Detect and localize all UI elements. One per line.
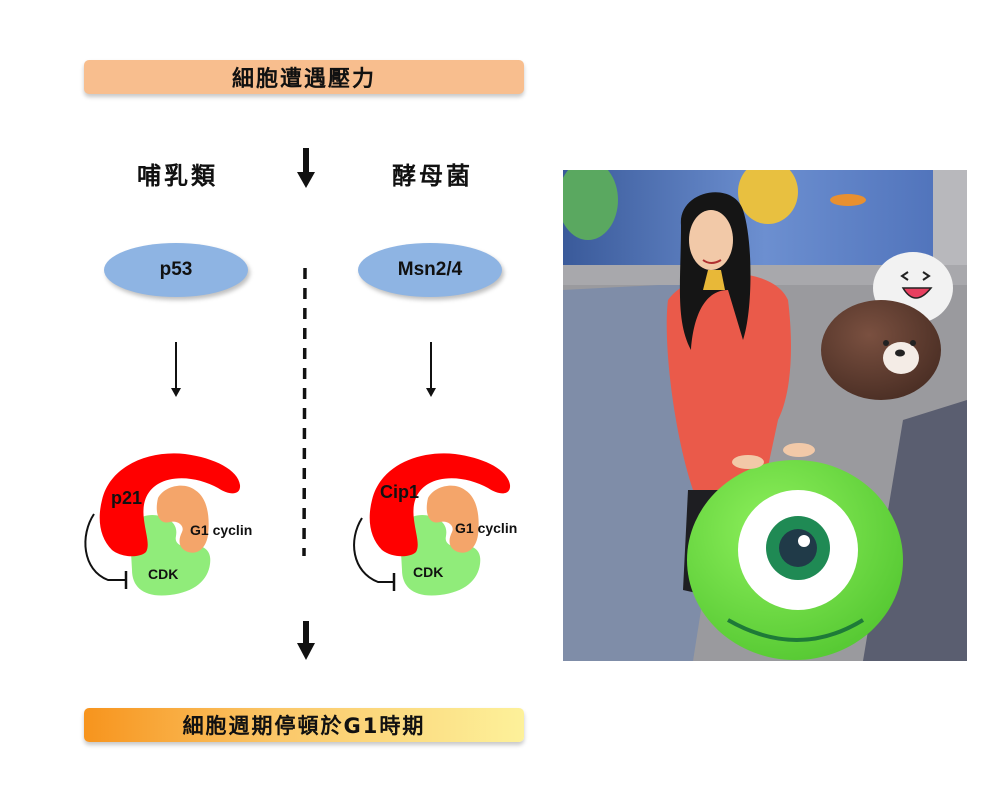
g1-arrest-banner: 細胞週期停頓於G1時期 [84, 708, 524, 742]
p21-label: p21 [111, 488, 143, 508]
msn24-node: Msn2/4 [358, 243, 502, 297]
left-complex: p21 G1 cyclin CDK [70, 440, 280, 610]
dashed-divider [302, 267, 307, 557]
p53-label: p53 [159, 259, 193, 280]
cdk-shape [400, 514, 481, 596]
g1-cyclin-shape [156, 485, 209, 553]
left-g1-cyclin-label: G1 cyclin [190, 522, 253, 538]
mammal-label: 哺乳類 [137, 161, 218, 190]
main-arrow-bottom-icon [297, 621, 315, 660]
main-arrow-top-icon [297, 148, 315, 188]
researcher-photo [563, 170, 967, 661]
g1-arrest-banner-text: 細胞週期停頓於G1時期 [182, 714, 426, 738]
stress-banner-text: 細胞遭遇壓力 [231, 66, 376, 92]
p53-node: p53 [104, 243, 248, 297]
msn24-label: Msn2/4 [397, 259, 463, 280]
right-complex-shapes [353, 453, 511, 596]
left-cdk-label: CDK [148, 566, 179, 582]
cdk-shape [130, 514, 211, 596]
yeast-label: 酵母菌 [392, 161, 473, 190]
photo-illustration [563, 170, 967, 661]
stress-banner: 細胞遭遇壓力 [84, 60, 524, 94]
g1-cyclin-shape [426, 485, 479, 553]
left-arrow-icon [171, 342, 181, 397]
left-complex-shapes [84, 453, 241, 596]
right-cdk-label: CDK [413, 564, 444, 580]
right-complex: Cip1 G1 cyclin CDK [340, 440, 540, 610]
inhibitor-shape [99, 453, 241, 557]
right-arrow-icon [426, 342, 436, 397]
right-g1-cyclin-label: G1 cyclin [455, 520, 518, 536]
inhibition-arc-icon [84, 513, 125, 581]
cip1-label: Cip1 [380, 482, 420, 502]
inhibition-arc-icon [353, 517, 393, 583]
inhibitor-shape [369, 453, 511, 557]
